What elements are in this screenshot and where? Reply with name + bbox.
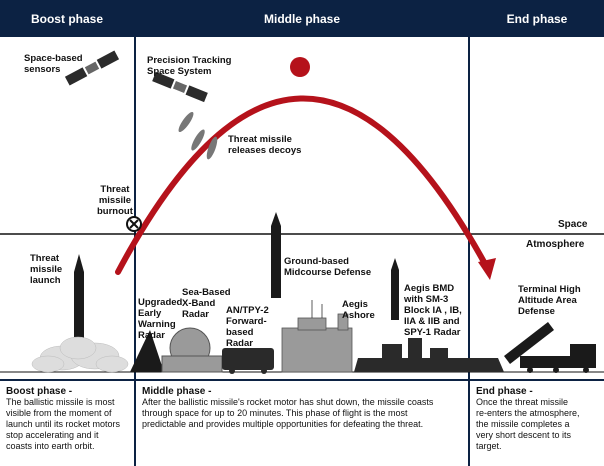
thaad-line: Altitude Area: [518, 295, 577, 306]
middle-description-line: predictable and provides multiple opport…: [142, 419, 424, 429]
burnout-label: Threat missile burnout: [97, 184, 133, 217]
launch-line: missile: [30, 264, 63, 275]
sbx-line: X-Band: [182, 298, 216, 309]
launch-line: Threat: [30, 253, 60, 264]
sbx-line: Radar: [182, 309, 209, 320]
space-zone-label: Space: [558, 219, 588, 230]
boost-phase-title: Boost phase: [30, 11, 103, 26]
aegis-ashore-label: Aegis Ashore: [342, 299, 375, 321]
end-description-line: re-enters the atmosphere,: [476, 408, 580, 418]
precision-tracking-line: Space System: [147, 66, 212, 77]
early-warning-radar-icon: [130, 330, 164, 372]
decoys-label: Threat missile releases decoys: [228, 134, 301, 156]
gmd-interceptor-icon: [271, 212, 281, 298]
end-phase-description: End phase - Once the threat missile re-e…: [476, 386, 602, 452]
end-description-line: Once the threat missile: [476, 397, 569, 407]
aegis-bmd-line: SPY-1 Radar: [404, 327, 461, 338]
aegis-ashore-line: Ashore: [342, 310, 375, 321]
launch-smoke-icon: [31, 336, 129, 373]
tpy2-label: AN/TPY-2 Forward- based Radar: [226, 305, 269, 349]
aegis-bmd-line: with SM-3: [404, 294, 449, 305]
decoys-line: Threat missile: [228, 134, 292, 145]
middle-description-line: After the ballistic missile's rocket mot…: [142, 397, 434, 407]
aegis-ashore-line: Aegis: [342, 299, 368, 310]
thaad-launcher-icon: [504, 322, 596, 373]
tpy2-line: Forward-: [226, 316, 267, 327]
sbx-label: Sea-Based X-Band Radar: [182, 287, 231, 320]
end-phase-header: End phase: [470, 0, 604, 37]
atmosphere-zone-label: Atmosphere: [526, 239, 585, 250]
thaad-line: Defense: [518, 306, 555, 317]
space-sensors-line: Space-based: [24, 53, 83, 64]
aegis-bmd-line: Aegis BMD: [404, 283, 455, 294]
boost-description-line: coasts into earth orbit.: [6, 441, 95, 451]
gmd-label: Ground-based Midcourse Defense: [284, 256, 371, 278]
threat-missile-icon: [74, 254, 84, 344]
end-description-line: the missile completes a: [476, 419, 570, 429]
boost-description-line: The ballistic missile is most: [6, 397, 115, 407]
upgraded-radar-line: Radar: [138, 330, 165, 341]
upgraded-radar-line: Early: [138, 308, 162, 319]
tpy2-radar-icon: [222, 348, 274, 374]
aegis-bmd-line: Block IA , IB,: [404, 305, 462, 316]
boost-phase-description: Boost phase - The ballistic missile is m…: [6, 386, 132, 452]
middle-phase-description: Middle phase - After the ballistic missi…: [142, 386, 466, 430]
trajectory-arc: [115, 95, 487, 275]
sm3-missile-icon: [391, 258, 399, 320]
trajectory-arrowhead: [478, 258, 496, 280]
end-description-title: End phase -: [476, 386, 533, 397]
tracking-satellite-icon: [152, 71, 208, 103]
gmd-line: Ground-based: [284, 256, 349, 267]
launch-label: Threat missile launch: [30, 253, 62, 286]
boost-description-line: stop accelerating and it: [6, 430, 99, 440]
boost-phase-header: Boost phase: [0, 0, 134, 37]
space-sensors-line: sensors: [24, 64, 61, 75]
aegis-bmd-label: Aegis BMD with SM-3 Block IA , IB, IIA &…: [404, 283, 462, 338]
middle-phase-title: Middle phase: [263, 11, 340, 26]
gmd-line: Midcourse Defense: [284, 267, 372, 278]
decoys-icon: [178, 111, 218, 160]
middle-description-title: Middle phase -: [142, 386, 212, 397]
aegis-ashore-icon: [281, 300, 353, 373]
apogee-marker: [290, 57, 310, 77]
aegis-ship-icon: [354, 338, 504, 372]
sbx-radar-icon: [161, 327, 223, 373]
space-sensor-satellite-icon: [64, 50, 120, 86]
thaad-label: Terminal High Altitude Area Defense: [518, 284, 581, 317]
sbx-line: Sea-Based: [182, 287, 231, 298]
precision-tracking-line: Precision Tracking: [147, 55, 232, 66]
tpy2-line: based: [226, 327, 254, 338]
aegis-bmd-line: IIA & IIB and: [404, 316, 460, 327]
burnout-line: Threat: [100, 184, 130, 195]
middle-description-line: through space for up to 20 minutes. This…: [142, 408, 408, 418]
burnout-line: burnout: [97, 206, 133, 217]
launch-line: launch: [30, 275, 61, 286]
boost-description-line: visible from the moment of: [6, 408, 112, 418]
thaad-line: Terminal High: [518, 284, 581, 295]
end-phase-title: End phase: [506, 11, 568, 26]
end-description-line: target.: [476, 441, 502, 451]
boost-description-title: Boost phase -: [6, 386, 73, 397]
boost-description-line: launch until its rocket motors: [6, 419, 121, 429]
tpy2-line: AN/TPY-2: [226, 305, 269, 316]
upgraded-radar-line: Upgraded: [138, 297, 183, 308]
decoys-line: releases decoys: [228, 145, 302, 156]
precision-tracking-label: Precision Tracking Space System: [147, 55, 231, 77]
middle-phase-header: Middle phase: [136, 0, 468, 37]
upgraded-radar-line: Warning: [138, 319, 176, 330]
end-description-line: very short descent to its: [476, 430, 572, 440]
burnout-line: missile: [98, 195, 132, 206]
tpy2-line: Radar: [226, 338, 253, 349]
space-sensors-label: Space-based sensors: [24, 53, 83, 75]
burnout-marker-icon: [126, 216, 142, 232]
upgraded-radar-label: Upgraded Early Warning Radar: [138, 297, 182, 341]
